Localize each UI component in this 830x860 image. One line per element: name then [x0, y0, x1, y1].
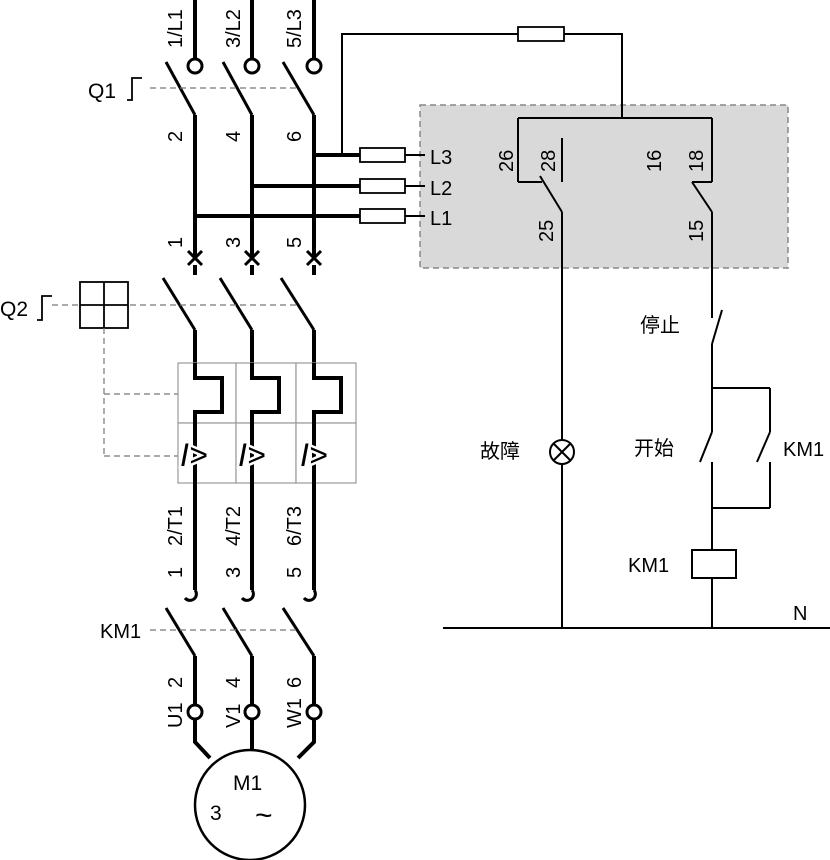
aux-line-l2: L2 [430, 178, 452, 200]
aux-line-l3: L3 [430, 147, 452, 169]
km1-coil-icon [691, 549, 737, 579]
aux-module-box [419, 104, 789, 269]
km1-out-6: 6 [284, 677, 306, 688]
overcurrent-icon-1: I> [180, 437, 208, 473]
aux-left-25: 25 [536, 220, 558, 242]
q1-out-label-6: 6 [284, 131, 306, 142]
fault-label: 故障 [480, 439, 520, 463]
stop-label: 停止 [640, 313, 680, 337]
km1-contacts [164, 607, 316, 657]
km1-in-1: 1 [165, 567, 187, 578]
aux-tap-lines [195, 153, 360, 218]
thermal-trip-icons [193, 363, 343, 423]
neutral-label: N [793, 603, 807, 625]
aux-contact-right [691, 138, 713, 310]
phase-lines-mid [193, 483, 316, 590]
disconnect-short-lines [193, 265, 316, 275]
breaker-label-3: 3 [223, 237, 245, 248]
overcurrent-icon-3: I> [300, 437, 328, 473]
coil-label: KM1 [628, 555, 669, 577]
fault-lamp-icon [549, 439, 575, 465]
motor-leads [193, 720, 316, 760]
km1-in-5: 5 [284, 567, 306, 578]
holding-contact-label: KM1 [783, 439, 824, 461]
start-holding-circuit [699, 387, 771, 550]
aux-right-16: 16 [644, 150, 666, 172]
phase-lines-top [193, 0, 316, 58]
q2-actuator-icon [37, 295, 52, 321]
q2-release-links [103, 328, 178, 457]
phase-lines-motor [193, 656, 316, 704]
q2-out-t3: 6/T3 [284, 506, 306, 546]
motor-name: M1 [233, 772, 262, 795]
km1-main-label: KM1 [100, 621, 141, 643]
q1-actuator-icon [127, 77, 142, 101]
fuse-icon [359, 147, 406, 163]
control-fuse-icon [517, 26, 565, 42]
terminal-label-l3: 5/L3 [284, 9, 306, 48]
q2-release-boxes [177, 362, 357, 484]
motor-term-v1: V1 [223, 704, 245, 728]
km1-out-2: 2 [165, 677, 187, 688]
motor-icon [193, 748, 307, 860]
motor-term-w1: W1 [284, 698, 306, 728]
motor-term-u1: U1 [165, 702, 187, 728]
km1-hooks [183, 589, 317, 602]
q2-label: Q2 [0, 298, 28, 321]
breaker-label-5: 5 [284, 237, 306, 248]
q1-out-label-4: 4 [223, 131, 245, 142]
aux-tap-thin [405, 154, 425, 217]
aux-right-18: 18 [686, 150, 708, 172]
start-label: 开始 [634, 436, 674, 460]
q2-contacts [161, 277, 316, 331]
aux-right-15: 15 [686, 220, 708, 242]
stop-button-contact [711, 309, 723, 388]
aux-contact-left [518, 138, 563, 628]
overcurrent-icon-2: I> [238, 437, 266, 473]
km1-in-3: 3 [223, 567, 245, 578]
q2-out-t1: 2/T1 [165, 506, 187, 546]
disconnect-x-marks [186, 249, 323, 267]
motor-ac-icon: ~ [255, 799, 273, 832]
breaker-label-1: 1 [165, 237, 187, 248]
aux-line-l1: L1 [430, 208, 452, 230]
motor-terminals [186, 703, 323, 721]
q1-label: Q1 [88, 80, 116, 103]
fuse-icon [359, 208, 406, 224]
fuse-icon [359, 178, 406, 194]
magnetic-wires [193, 423, 316, 483]
q2-handle-icon [79, 281, 129, 329]
aux-left-26: 26 [496, 150, 518, 172]
aux-fuses [359, 147, 406, 224]
terminal-label-l2: 3/L2 [223, 9, 245, 48]
motor-phase: 3 [210, 802, 222, 825]
top-terminals [186, 57, 323, 75]
q2-out-t2: 4/T2 [223, 506, 245, 546]
km1-out-4: 4 [223, 677, 245, 688]
aux-left-28: 28 [538, 150, 560, 172]
terminal-label-l1: 1/L1 [165, 9, 187, 48]
q1-out-label-2: 2 [165, 131, 187, 142]
